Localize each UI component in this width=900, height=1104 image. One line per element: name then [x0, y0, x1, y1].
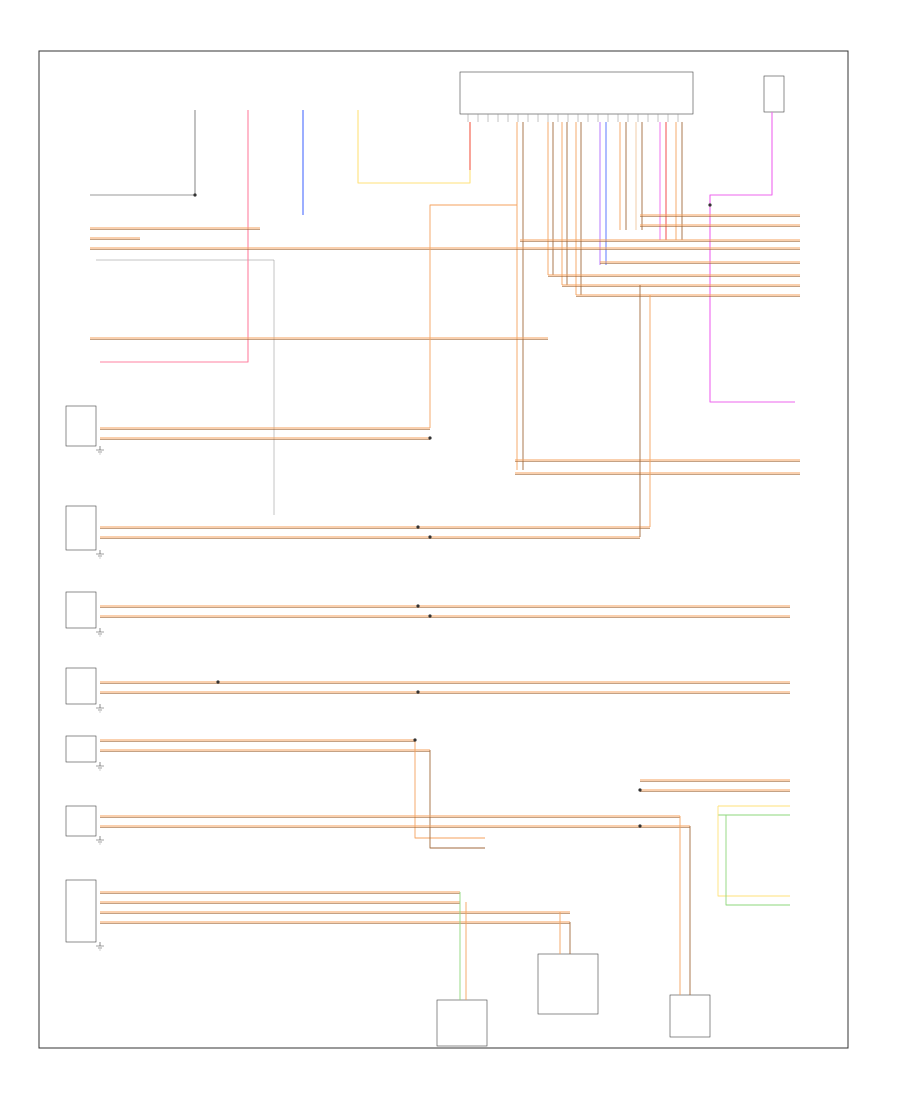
- right-headlamp-box: [436, 999, 488, 1047]
- ground-symbol-0: [96, 446, 104, 455]
- splice-dot-7: [416, 690, 420, 694]
- splice-dot-10: [638, 824, 642, 828]
- park-aid-green-2: [725, 815, 790, 906]
- steering-angle-sensor-box: [65, 667, 97, 705]
- fuse-feed-4: [357, 110, 471, 184]
- splice-dot-6: [216, 680, 220, 684]
- ground-symbol-4: [96, 762, 104, 771]
- splice-dot-3: [428, 535, 432, 539]
- parking-aid-module-box: [669, 994, 711, 1038]
- gateway-module-box: [65, 505, 97, 551]
- ground-symbol-3: [96, 704, 104, 713]
- transmission-module-box: [65, 591, 97, 629]
- ground-symbol-1: [96, 550, 104, 559]
- fuse-feed-1: [90, 110, 196, 196]
- splice-dot-1: [428, 436, 432, 440]
- engine-control-module-box: [65, 405, 97, 447]
- ground-symbol-2: [96, 628, 104, 637]
- splice-dot-11: [708, 203, 712, 207]
- splice-dot-8: [413, 738, 417, 742]
- splice-dot-5: [428, 614, 432, 618]
- abs-control-module-box: [65, 735, 97, 763]
- diagram-frame: [38, 50, 849, 1049]
- ground-symbol-5: [96, 836, 104, 845]
- park-aid-yellow-2: [717, 806, 790, 897]
- fuse-relay-box: [459, 71, 694, 115]
- splice-dot-4: [416, 604, 420, 608]
- ground-symbol-6: [96, 942, 104, 951]
- electronic-stability-box: [65, 805, 97, 837]
- abs-drop-2: [429, 750, 485, 849]
- splice-dot-0: [193, 193, 197, 197]
- headlamp-range-control-box: [65, 879, 97, 943]
- battery-fuse-box: [763, 75, 785, 113]
- abs-drop-1: [414, 740, 485, 839]
- ecm-riser: [429, 204, 517, 428]
- splice-dot-2: [416, 525, 420, 529]
- fuse-feed-2: [100, 110, 249, 363]
- left-headlamp-box: [537, 953, 599, 1015]
- splice-dot-9: [638, 788, 642, 792]
- battery-feed-wire: [709, 112, 795, 403]
